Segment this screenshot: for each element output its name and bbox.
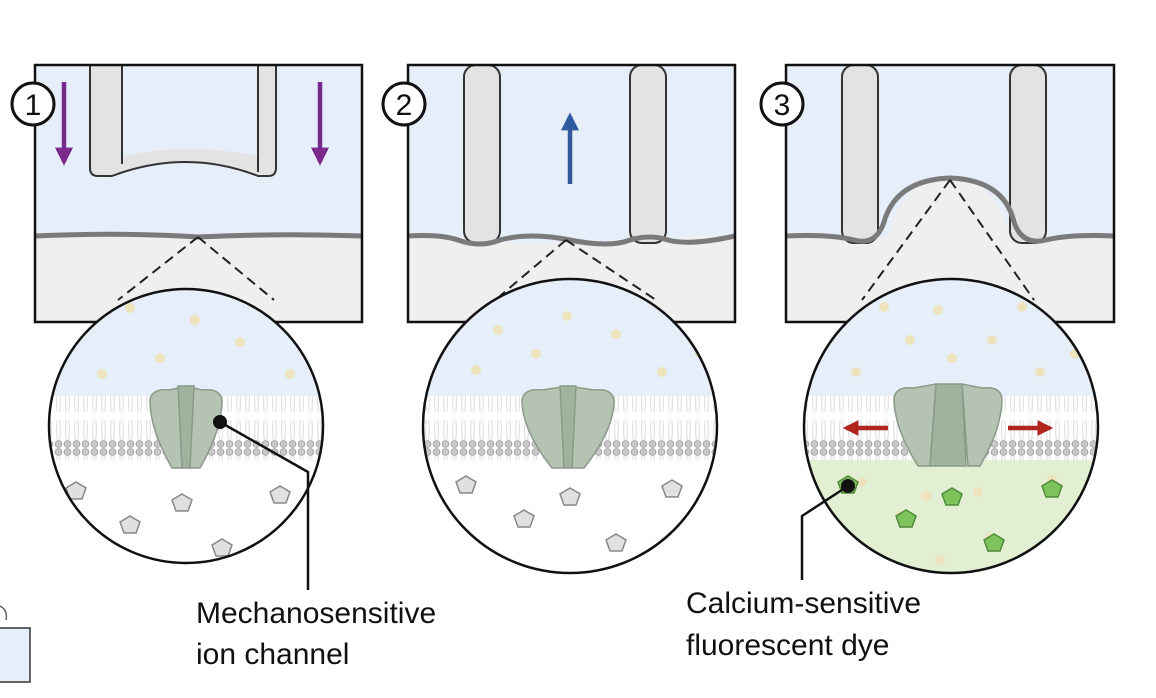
panel-1-step-badge: 1 — [10, 81, 56, 127]
panel-2: 2 — [381, 63, 737, 575]
panel-1-step-number: 1 — [25, 89, 42, 122]
panel-3-chamber — [784, 63, 1116, 324]
panel-3-ion-channel-open — [893, 383, 1003, 467]
panel-2-dye-molecules — [455, 475, 683, 552]
panel-2-chamber — [406, 63, 737, 324]
panel-3-zoom-lines — [861, 179, 1035, 301]
panel-2-ion-channel — [521, 385, 615, 469]
panel-1-ion-channel — [149, 385, 223, 469]
panel-2-step-badge: 2 — [381, 81, 427, 127]
panel-1-zoom-lines — [117, 236, 275, 301]
dye-callout-label-line2: fluorescent dye — [686, 629, 889, 662]
dye-callout-label-line1: Calcium-sensitive — [686, 587, 921, 620]
channel-callout-label-line2: ion channel — [196, 638, 349, 671]
panel-1-zoom-circle — [47, 287, 325, 565]
panel-3-step-number: 3 — [774, 89, 791, 122]
cropped-fragment — [0, 605, 31, 683]
panel-1: 1 — [10, 63, 364, 590]
panel-1-chamber — [33, 63, 364, 324]
channel-callout-label-line1: Mechanosensitive — [196, 597, 436, 630]
channel-callout-line — [213, 415, 310, 590]
panel-3-step-badge: 3 — [759, 81, 805, 127]
panel-3: 3 — [759, 63, 1116, 580]
panel-2-zoom-lines — [499, 239, 657, 301]
dye-callout-line — [800, 479, 855, 580]
panel-3-zoom-circle — [802, 277, 1100, 575]
panel-2-zoom-circle — [421, 277, 719, 575]
panel-1-dye-molecules — [65, 481, 291, 557]
panel-2-step-number: 2 — [396, 89, 413, 122]
